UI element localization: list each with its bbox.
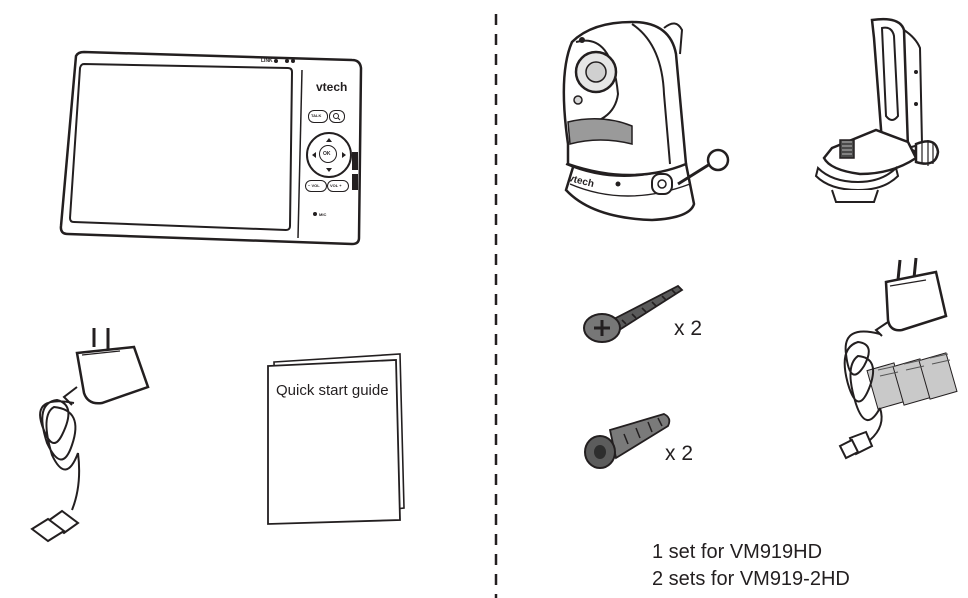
anchor-quantity: x 2 (665, 442, 694, 465)
talk-button-label: TALK (311, 113, 322, 118)
magnifier-icon (333, 113, 341, 121)
link-led-icon (274, 59, 278, 63)
sets-note: 1 set for VM919HD 2 sets for VM919-2HD (652, 539, 952, 593)
volume-down-button[interactable]: − VOL (305, 180, 327, 192)
power-led-icon-2 (291, 59, 295, 63)
power-led-icon (285, 59, 289, 63)
mounting-screw (578, 282, 688, 344)
ok-button[interactable]: OK (319, 145, 337, 163)
microphone-hole-icon (313, 212, 317, 216)
monitor-power-adapter (22, 325, 172, 545)
wall-anchor (584, 410, 674, 472)
screw-quantity: x 2 (674, 317, 703, 340)
volume-down-label: − VOL (308, 183, 320, 188)
volume-up-button[interactable]: VOL + (327, 180, 349, 192)
microphone-label: MIC (319, 212, 327, 217)
wall-mount-bracket (812, 17, 944, 208)
talk-button[interactable]: TALK (308, 110, 328, 123)
zoom-button[interactable] (329, 110, 345, 123)
guide-title: Quick start guide (276, 382, 389, 399)
monitor-brand-logo: vtech (316, 80, 348, 94)
baby-camera: vtech (552, 14, 742, 222)
link-indicator-label: LINK (261, 58, 273, 64)
camera-power-adapter (836, 257, 960, 468)
dpad-arrows-icon (312, 138, 346, 172)
sets-note-line-2: 2 sets for VM919-2HD (652, 568, 850, 590)
ok-button-label: OK (323, 151, 331, 157)
volume-up-label: VOL + (330, 183, 342, 188)
parent-monitor: LINK vtech TALK OK − VOL VOL + MIC (56, 48, 366, 248)
sets-note-line-1: 1 set for VM919HD (652, 541, 823, 563)
navigation-dpad[interactable]: OK (306, 132, 352, 178)
quick-start-guide: Quick start guide (266, 352, 408, 526)
